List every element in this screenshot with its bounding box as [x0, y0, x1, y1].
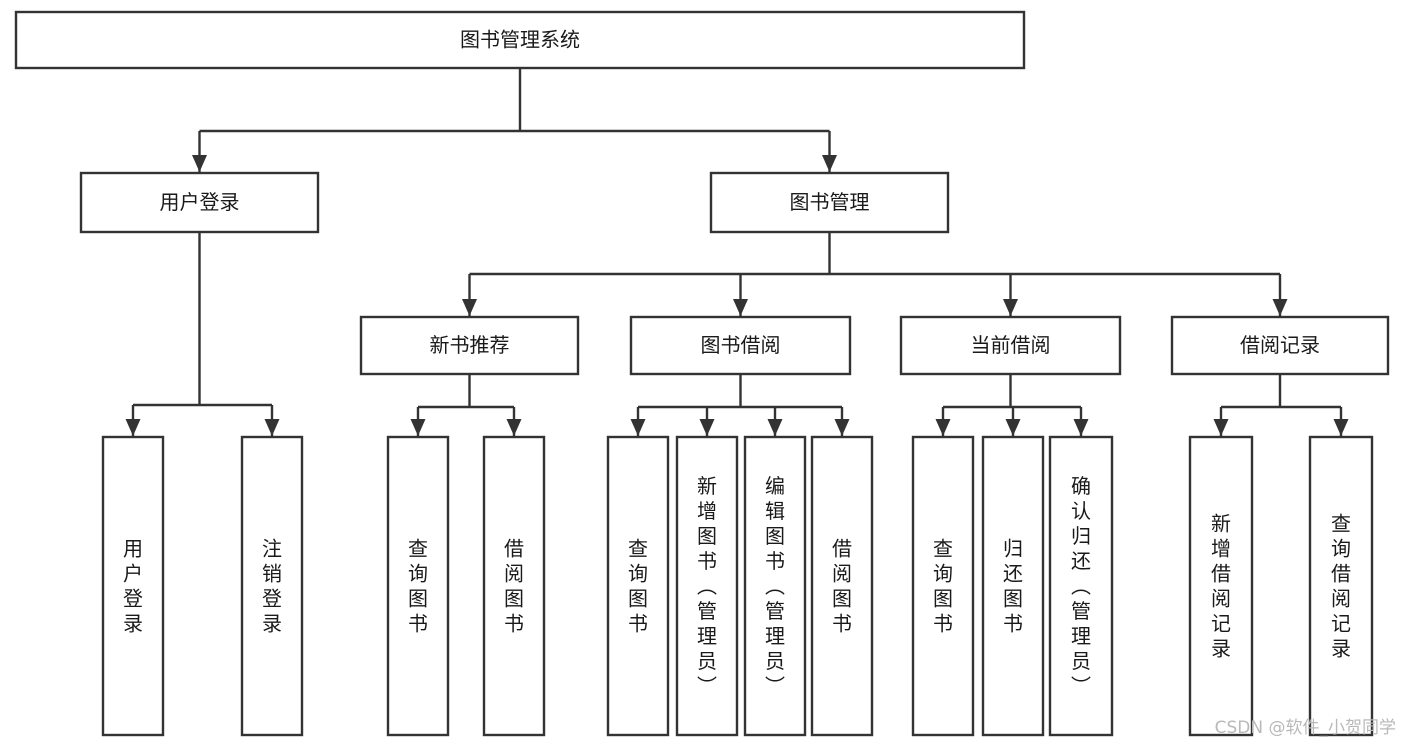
node-box-leaf-confirm-return — [1048, 435, 1114, 737]
node-book-borrow[interactable]: 图书借阅 — [629, 315, 852, 376]
node-box-leaf-return-book — [981, 435, 1045, 737]
node-box-root — [14, 10, 1026, 70]
node-label-new-book-recommend: 新书推荐 — [430, 333, 510, 357]
node-label-leaf-user-logout: 注销登录 — [262, 537, 282, 636]
node-label-leaf-add-book: 新增图书︵管理员︶ — [697, 474, 717, 698]
node-leaf-edit-book[interactable]: 编辑图书︵管理员︶ — [743, 435, 807, 737]
node-box-book-borrow — [629, 315, 852, 376]
node-leaf-add-borrow-record[interactable]: 新增借阅记录 — [1188, 435, 1254, 737]
node-label-leaf-edit-book: 编辑图书︵管理员︶ — [765, 474, 785, 698]
node-box-leaf-query-borrow-record — [1308, 435, 1374, 737]
node-current-borrow[interactable]: 当前借阅 — [899, 315, 1122, 376]
node-label-book-manage: 图书管理 — [790, 190, 870, 214]
csdn-watermark: CSDN @软件_小贺同学 — [1215, 718, 1396, 738]
node-label-borrow-record: 借阅记录 — [1240, 333, 1320, 357]
node-label-leaf-query-book-borrow: 查询图书 — [628, 537, 648, 636]
node-label-leaf-confirm-return: 确认归还︵管理员︶ — [1071, 474, 1091, 698]
node-label-current-borrow: 当前借阅 — [971, 333, 1051, 357]
node-box-current-borrow — [899, 315, 1122, 376]
arrow-head-icon — [1333, 419, 1349, 436]
node-box-leaf-query-book-current — [911, 435, 975, 737]
node-label-leaf-return-book: 归还图书 — [1003, 537, 1023, 636]
node-root[interactable]: 图书管理系统 — [14, 10, 1026, 70]
node-leaf-add-book[interactable]: 新增图书︵管理员︶ — [675, 435, 739, 737]
arrow-head-icon — [1272, 299, 1288, 316]
node-leaf-query-book-current[interactable]: 查询图书 — [911, 435, 975, 737]
node-label-leaf-user-login: 用户登录 — [123, 537, 143, 636]
node-box-leaf-borrow-book-rec — [482, 435, 546, 737]
node-leaf-confirm-return[interactable]: 确认归还︵管理员︶ — [1048, 435, 1114, 737]
node-label-leaf-add-borrow-record: 新增借阅记录 — [1211, 512, 1231, 661]
node-box-new-book-recommend — [359, 315, 580, 376]
arrow-head-icon — [125, 419, 141, 436]
arrow-head-icon — [462, 299, 477, 316]
node-leaf-query-borrow-record[interactable]: 查询借阅记录 — [1308, 435, 1374, 737]
node-box-leaf-add-borrow-record — [1188, 435, 1254, 737]
arrow-head-icon — [264, 419, 280, 436]
arrow-head-icon — [506, 419, 522, 436]
arrow-head-icon — [1073, 419, 1089, 436]
arrow-head-icon — [767, 419, 783, 436]
node-box-leaf-borrow-book — [810, 435, 874, 737]
arrow-head-icon — [1213, 419, 1229, 436]
node-user-login[interactable]: 用户登录 — [79, 171, 320, 234]
arrow-head-icon — [630, 419, 646, 436]
node-label-leaf-query-book-rec: 查询图书 — [408, 537, 428, 636]
node-new-book-recommend[interactable]: 新书推荐 — [359, 315, 580, 376]
node-leaf-return-book[interactable]: 归还图书 — [981, 435, 1045, 737]
node-box-book-manage — [709, 171, 950, 234]
arrow-head-icon — [822, 155, 837, 172]
node-box-leaf-user-logout — [240, 435, 304, 737]
arrow-head-icon — [1003, 299, 1018, 316]
node-box-leaf-edit-book — [743, 435, 807, 737]
nodes-layer: 图书管理系统用户登录图书管理新书推荐图书借阅当前借阅借阅记录用户登录注销登录查询… — [14, 10, 1390, 737]
node-leaf-query-book-borrow[interactable]: 查询图书 — [606, 435, 670, 737]
node-box-leaf-query-book-rec — [386, 435, 450, 737]
node-label-leaf-query-borrow-record: 查询借阅记录 — [1331, 512, 1351, 661]
node-leaf-borrow-book-rec[interactable]: 借阅图书 — [482, 435, 546, 737]
arrow-head-icon — [733, 299, 748, 316]
node-box-user-login — [79, 171, 320, 234]
arrow-head-icon — [699, 419, 715, 436]
edges-layer — [125, 68, 1349, 436]
arrow-head-icon — [935, 419, 951, 436]
arrow-head-icon — [192, 155, 207, 172]
node-box-borrow-record — [1170, 315, 1390, 376]
node-label-leaf-query-book-current: 查询图书 — [933, 537, 953, 636]
arrow-head-icon — [1005, 419, 1021, 436]
node-label-leaf-borrow-book-rec: 借阅图书 — [504, 537, 524, 636]
arrow-head-icon — [834, 419, 850, 436]
node-box-leaf-add-book — [675, 435, 739, 737]
node-box-leaf-query-book-borrow — [606, 435, 670, 737]
node-leaf-query-book-rec[interactable]: 查询图书 — [386, 435, 450, 737]
node-leaf-user-logout[interactable]: 注销登录 — [240, 435, 304, 737]
node-book-manage[interactable]: 图书管理 — [709, 171, 950, 234]
arrow-head-icon — [410, 419, 426, 436]
node-leaf-user-login[interactable]: 用户登录 — [101, 435, 165, 737]
node-label-leaf-borrow-book: 借阅图书 — [832, 537, 852, 636]
node-box-leaf-user-login — [101, 435, 165, 737]
node-label-root: 图书管理系统 — [460, 28, 580, 52]
node-leaf-borrow-book[interactable]: 借阅图书 — [810, 435, 874, 737]
node-label-user-login: 用户登录 — [160, 190, 240, 214]
node-label-book-borrow: 图书借阅 — [701, 333, 781, 357]
node-borrow-record[interactable]: 借阅记录 — [1170, 315, 1390, 376]
